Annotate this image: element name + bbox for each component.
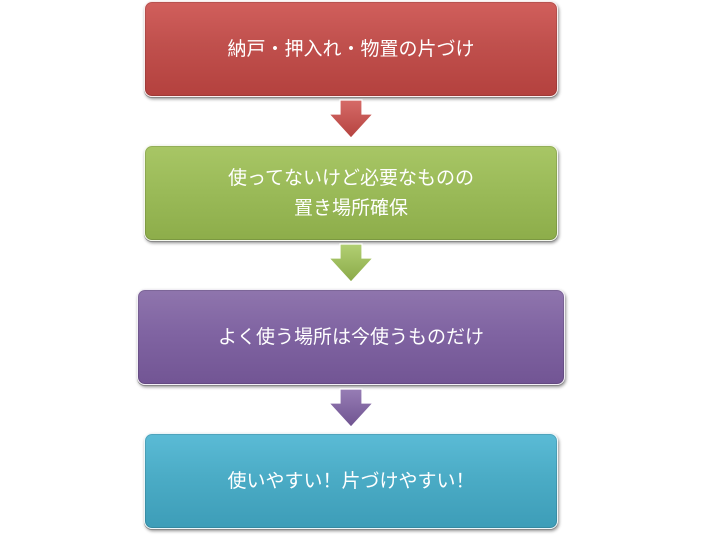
flow-step-3: よく使う場所は今使うものだけ (137, 289, 565, 385)
flow-step-1: 納戸・押入れ・物置の片づけ (144, 1, 558, 97)
flow-step-4-label: 使いやすい！片づけやすい！ (227, 470, 475, 492)
flow-step-2: 使ってないけど必要なものの 置き場所確保 (144, 145, 558, 241)
flow-step-4: 使いやすい！片づけやすい！ (144, 433, 558, 529)
down-arrow-icon (328, 99, 374, 139)
flow-step-1-label: 納戸・押入れ・物置の片づけ (227, 38, 475, 60)
flow-step-2-label: 使ってないけど必要なものの 置き場所確保 (227, 167, 475, 219)
down-arrow-icon (328, 388, 374, 428)
flow-step-3-label: よく使う場所は今使うものだけ (217, 326, 484, 348)
down-arrow-icon (328, 243, 374, 283)
